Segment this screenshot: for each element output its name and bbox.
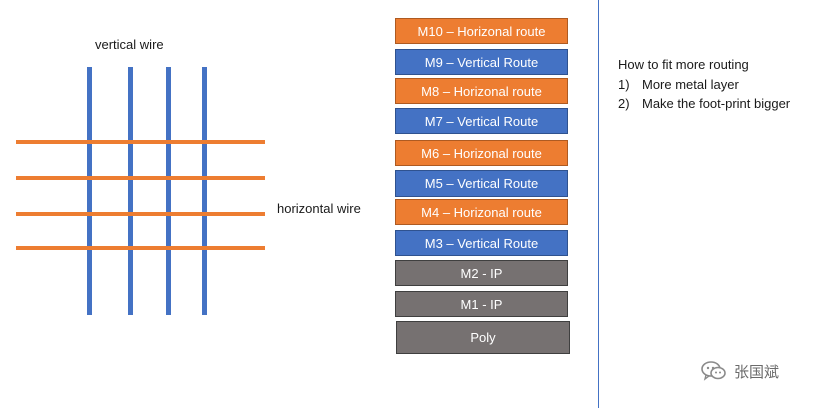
note-number: 1) [618,76,630,92]
vertical-wire-label: vertical wire [95,37,164,52]
note-text: More metal layer [642,76,739,92]
notes-title: How to fit more routing [618,57,749,72]
note-text: Make the foot-print bigger [642,96,791,111]
watermark: 张国斌 [700,360,779,382]
layer-m1: M1 - IP [395,291,568,317]
layer-m2: M2 - IP [395,260,568,286]
note-item: 1) More metal layer [618,75,790,95]
layer-m9: M9 – Vertical Route [395,49,568,75]
note-item: 2) Make the foot-print bigger [618,94,790,114]
horizontal-wire-label: horizontal wire [277,201,361,216]
vertical-wire [128,67,133,315]
horizontal-wire [16,140,265,144]
vertical-wire [87,67,92,315]
vertical-wire [166,67,171,315]
layer-poly: Poly [396,321,570,354]
layer-m7: M7 – Vertical Route [395,108,568,134]
wechat-icon [700,360,728,382]
layer-m4: M4 – Horizonal route [395,199,568,225]
layer-m3: M3 – Vertical Route [395,230,568,256]
horizontal-wire [16,212,265,216]
vertical-wire [202,67,207,315]
layer-m5: M5 – Vertical Route [395,170,568,197]
horizontal-wire [16,246,265,250]
routing-notes: How to fit more routing 1) More metal la… [618,55,790,114]
vertical-divider [598,0,599,408]
layer-m10: M10 – Horizonal route [395,18,568,44]
note-number: 2) [618,96,630,111]
horizontal-wire [16,176,265,180]
watermark-text: 张国斌 [734,363,780,381]
layer-m6: M6 – Horizonal route [395,140,568,166]
layer-m8: M8 – Horizonal route [395,78,568,104]
